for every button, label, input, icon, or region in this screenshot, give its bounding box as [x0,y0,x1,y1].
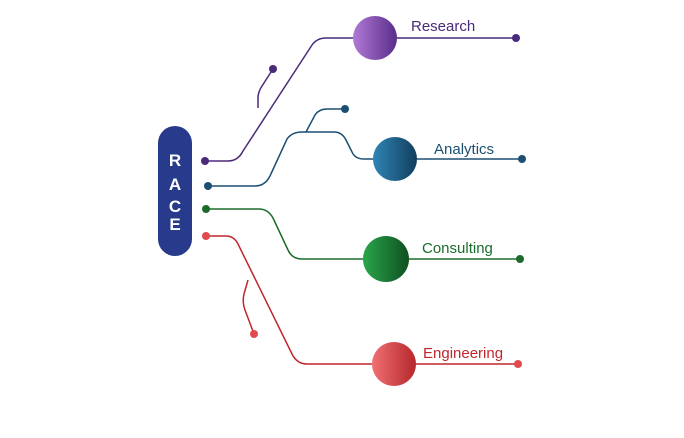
dot-engineering-start [202,232,210,240]
dot-analytics-branch [341,105,349,113]
dot-consulting-end [516,255,524,263]
dot-analytics-start [204,182,212,190]
hub-letter-r: R [169,151,181,170]
dot-engineering-end [514,360,522,368]
connector-research [205,37,355,162]
label-engineering: Engineering [423,345,503,362]
dot-research-start [201,157,209,165]
dot-consulting-start [202,205,210,213]
node-engineering [372,342,416,386]
connector-analytics [208,131,373,187]
dot-analytics-end [518,155,526,163]
connector-analytics-branch [305,108,345,133]
branch-nodes [353,16,417,386]
label-analytics: Analytics [434,141,494,158]
node-consulting [363,236,409,282]
connector-consulting [206,208,364,260]
hub-letter-e: E [169,215,180,234]
label-research: Research [411,18,475,35]
label-consulting: Consulting [422,240,493,257]
connector-engineering-branch [242,279,255,335]
hub-letter-c: C [169,197,181,216]
endpoint-dots [201,34,526,368]
dot-engineering-branch [250,330,258,338]
dot-research-end [512,34,520,42]
node-analytics [373,137,417,181]
node-research [353,16,397,60]
hub-pill [158,126,192,256]
connector-engineering [206,235,372,365]
branch-labels: Research Analytics Consulting Engineerin… [411,18,503,362]
hub-letter-a: A [169,175,181,194]
dot-research-branch [269,65,277,73]
race-hub: R A C E [158,126,192,256]
connector-research-branch [257,68,274,108]
connectors [205,37,522,365]
